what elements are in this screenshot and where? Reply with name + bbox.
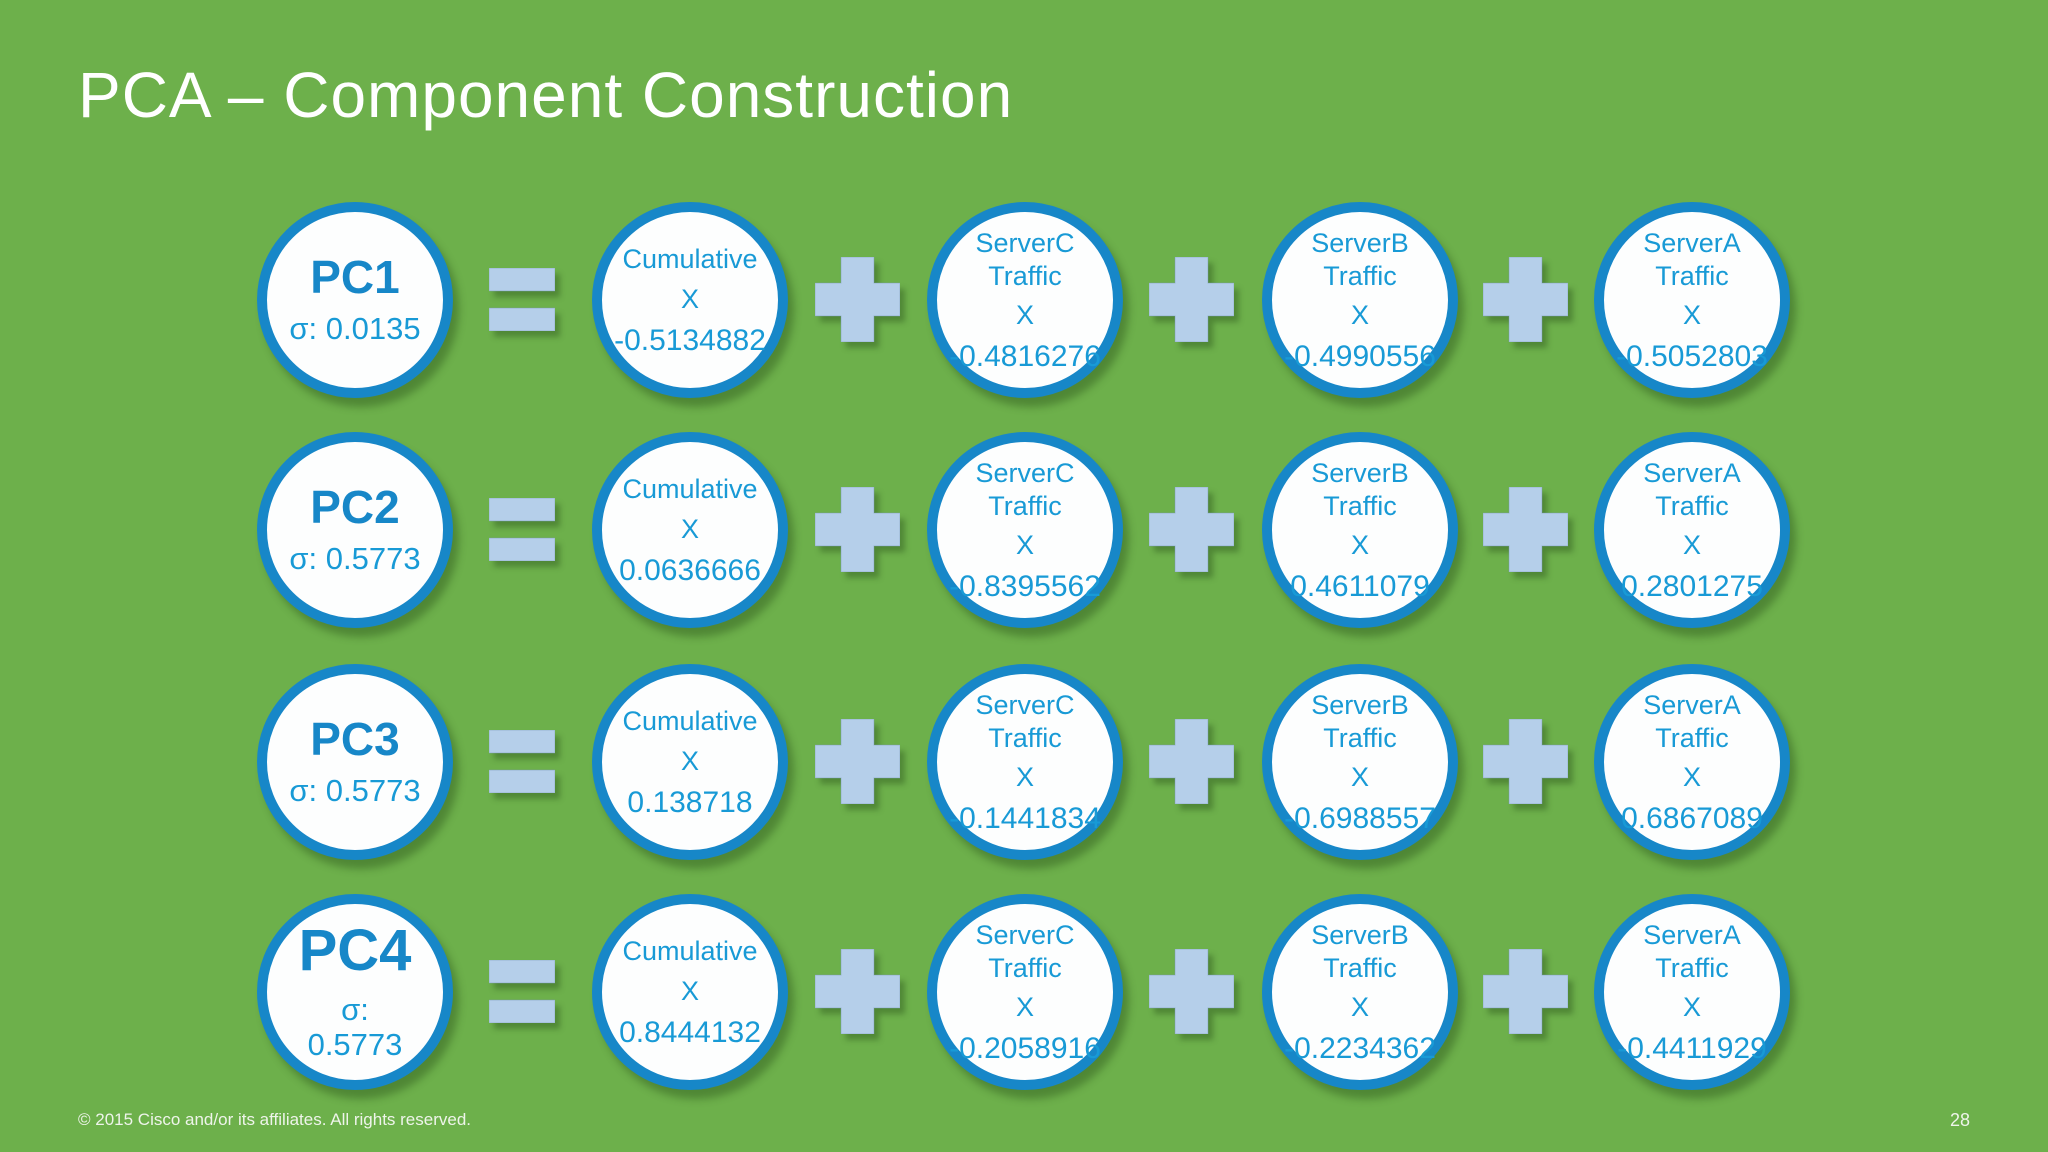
pc2-label: PC2: [310, 481, 400, 534]
term-name: ServerB Traffic: [1311, 690, 1409, 753]
term-multiplier: X: [1015, 530, 1034, 561]
term-multiplier: X: [1350, 992, 1369, 1023]
term-circle-serverb: ServerB Traffic X -0.6988557: [1262, 664, 1458, 860]
term-multiplier: X: [1682, 992, 1701, 1023]
plus-icon: [1149, 257, 1234, 342]
page-number: 28: [1950, 1110, 1971, 1130]
term-value: -0.2234362: [1284, 1031, 1436, 1065]
plus-icon: [1149, 487, 1234, 572]
term-name: Cumulative: [622, 474, 758, 505]
term-multiplier: X: [1350, 530, 1369, 561]
term-name: ServerC Traffic: [975, 228, 1075, 291]
term-value: 0.4611079: [1290, 569, 1430, 603]
equation-row-pc4: PC4 σ: 0.5773 Cumulative X 0.8444132 Ser…: [0, 894, 2048, 1090]
term-value: -0.2058916: [949, 1031, 1101, 1065]
plus-icon: [815, 949, 900, 1034]
term-value: -0.5052803: [1616, 339, 1768, 373]
term-circle-serverc: ServerC Traffic X -0.8395562: [927, 432, 1123, 628]
pc3-label: PC3: [310, 713, 400, 766]
plus-icon: [815, 257, 900, 342]
pc4-label: PC4: [298, 917, 412, 983]
pc1-circle: PC1 σ: 0.0135: [257, 202, 453, 398]
equals-icon: [489, 268, 555, 331]
term-circle-serverc: ServerC Traffic X -0.2058916: [927, 894, 1123, 1090]
term-circle-servera: ServerA Traffic X 0.6867089: [1594, 664, 1790, 860]
term-value: -0.4990556: [1284, 339, 1436, 373]
plus-icon: [1149, 949, 1234, 1034]
plus-icon: [1483, 257, 1568, 342]
term-circle-serverc: ServerC Traffic X -0.1441834: [927, 664, 1123, 860]
term-circle-serverb: ServerB Traffic X 0.4611079: [1262, 432, 1458, 628]
equation-row-pc1: PC1 σ: 0.0135 Cumulative X -0.5134882 Se…: [0, 202, 2048, 398]
term-multiplier: X: [1682, 530, 1701, 561]
term-circle-servera: ServerA Traffic X -0.5052803: [1594, 202, 1790, 398]
term-circle-serverc: ServerC Traffic X -0.4816276: [927, 202, 1123, 398]
term-name: ServerC Traffic: [975, 920, 1075, 983]
equals-icon: [489, 960, 555, 1023]
term-name: ServerB Traffic: [1311, 228, 1409, 291]
term-value: -0.1441834: [949, 801, 1101, 835]
pc1-label: PC1: [310, 251, 400, 304]
term-value: -0.5134882: [614, 323, 766, 357]
plus-icon: [815, 719, 900, 804]
term-name: ServerB Traffic: [1311, 920, 1409, 983]
term-circle-servera: ServerA Traffic X 0.2801275: [1594, 432, 1790, 628]
term-value: 0.2801275: [1621, 569, 1763, 603]
pc1-sigma: σ: 0.0135: [289, 311, 421, 347]
term-name: ServerA Traffic: [1643, 458, 1741, 521]
plus-icon: [1483, 949, 1568, 1034]
term-multiplier: X: [680, 513, 699, 544]
term-value: -0.6988557: [1284, 801, 1436, 835]
term-circle-cumulative: Cumulative X 0.138718: [592, 664, 788, 860]
equals-icon: [489, 498, 555, 561]
term-multiplier: X: [1015, 300, 1034, 331]
term-circle-cumulative: Cumulative X 0.0636666: [592, 432, 788, 628]
term-multiplier: X: [1015, 992, 1034, 1023]
term-circle-cumulative: Cumulative X -0.5134882: [592, 202, 788, 398]
term-multiplier: X: [1682, 762, 1701, 793]
term-name: ServerA Traffic: [1643, 920, 1741, 983]
term-value: -0.8395562: [949, 569, 1101, 603]
term-name: Cumulative: [622, 244, 758, 275]
term-circle-servera: ServerA Traffic X -0.4411929: [1594, 894, 1790, 1090]
term-value: 0.6867089: [1621, 801, 1763, 835]
pc4-circle: PC4 σ: 0.5773: [257, 894, 453, 1090]
term-multiplier: X: [1350, 762, 1369, 793]
term-circle-cumulative: Cumulative X 0.8444132: [592, 894, 788, 1090]
term-name: Cumulative: [622, 706, 758, 737]
page-title: PCA – Component Construction: [78, 59, 1014, 131]
term-multiplier: X: [1682, 300, 1701, 331]
pc4-sigma: σ: 0.5773: [307, 991, 403, 1063]
pc3-sigma: σ: 0.5773: [289, 773, 421, 809]
plus-icon: [1483, 487, 1568, 572]
pc3-circle: PC3 σ: 0.5773: [257, 664, 453, 860]
term-value: -0.4816276: [949, 339, 1101, 373]
term-multiplier: X: [680, 283, 699, 314]
term-value: -0.4411929: [1617, 1031, 1767, 1065]
plus-icon: [1483, 719, 1568, 804]
term-multiplier: X: [1015, 762, 1034, 793]
term-multiplier: X: [1350, 300, 1369, 331]
equation-row-pc3: PC3 σ: 0.5773 Cumulative X 0.138718 Serv…: [0, 664, 2048, 860]
term-multiplier: X: [680, 745, 699, 776]
term-circle-serverb: ServerB Traffic X -0.4990556: [1262, 202, 1458, 398]
pc2-circle: PC2 σ: 0.5773: [257, 432, 453, 628]
term-circle-serverb: ServerB Traffic X -0.2234362: [1262, 894, 1458, 1090]
term-value: 0.0636666: [619, 553, 761, 587]
term-value: 0.8444132: [619, 1015, 761, 1049]
plus-icon: [1149, 719, 1234, 804]
equation-row-pc2: PC2 σ: 0.5773 Cumulative X 0.0636666 Ser…: [0, 432, 2048, 628]
term-name: ServerB Traffic: [1311, 458, 1409, 521]
term-name: ServerC Traffic: [975, 690, 1075, 753]
equals-icon: [489, 730, 555, 793]
term-name: ServerC Traffic: [975, 458, 1075, 521]
copyright-notice: © 2015 Cisco and/or its affiliates. All …: [78, 1110, 472, 1129]
term-name: ServerA Traffic: [1643, 228, 1741, 291]
pc2-sigma: σ: 0.5773: [289, 541, 421, 577]
term-name: Cumulative: [622, 936, 758, 967]
term-value: 0.138718: [627, 785, 753, 819]
term-name: ServerA Traffic: [1643, 690, 1741, 753]
plus-icon: [815, 487, 900, 572]
term-multiplier: X: [680, 975, 699, 1006]
